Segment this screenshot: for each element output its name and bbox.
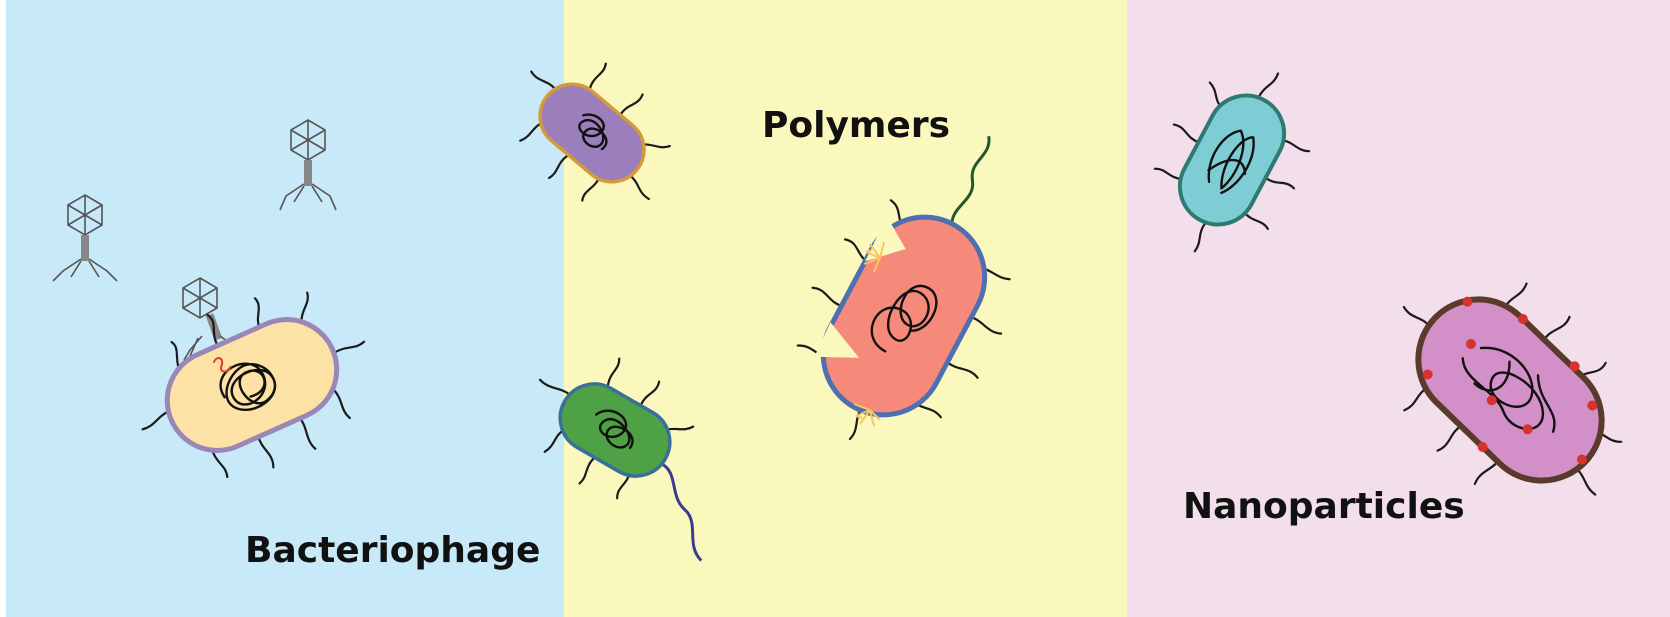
panel-bacteriophage bbox=[6, 0, 564, 617]
label-bacteriophage: Bacteriophage bbox=[245, 530, 540, 571]
label-nanoparticles: Nanoparticles bbox=[1183, 486, 1465, 527]
label-polymers: Polymers bbox=[762, 105, 950, 146]
